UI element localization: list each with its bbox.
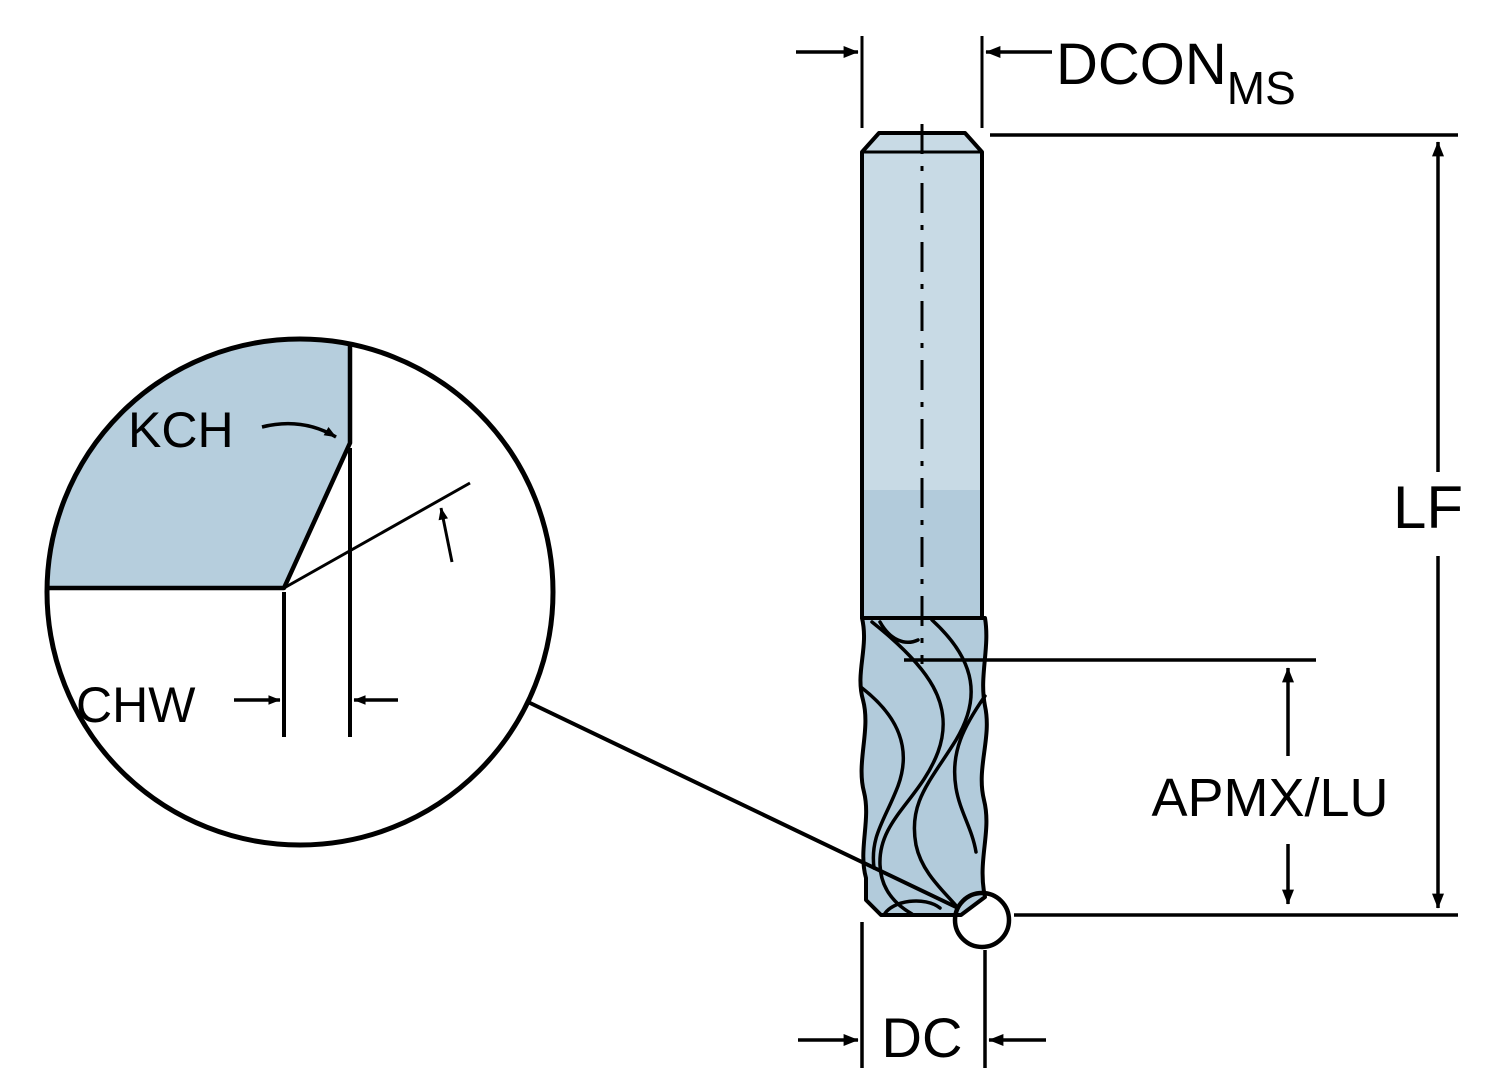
detail-view: KCH CHW	[44, 336, 556, 848]
chamfer-angle-line	[283, 481, 471, 590]
dimension-apmx: APMX/LU	[904, 658, 1389, 905]
dimension-lf: LF	[990, 133, 1463, 917]
detail-source-circle	[952, 890, 1012, 950]
dimension-dcon: DCONMS	[796, 32, 1296, 128]
apmx-label: APMX/LU	[1151, 768, 1388, 828]
dc-label: DC	[882, 1006, 963, 1069]
dimension-dc: DC	[798, 922, 1046, 1069]
flute-section	[858, 616, 989, 917]
dcon-label: DCONMS	[1056, 32, 1296, 114]
detail-circle-outline	[44, 336, 556, 848]
detail-corner-shape	[47, 339, 353, 591]
tool-drawing	[858, 124, 989, 917]
kch-leader-arrow	[261, 421, 337, 439]
flute-helix-lines	[860, 618, 987, 917]
chamfer-angle-arrow	[438, 507, 454, 563]
lf-label: LF	[1393, 474, 1463, 541]
kch-label: KCH	[128, 402, 234, 458]
chw-label: CHW	[76, 677, 196, 733]
detail-connector-line	[527, 700, 959, 910]
